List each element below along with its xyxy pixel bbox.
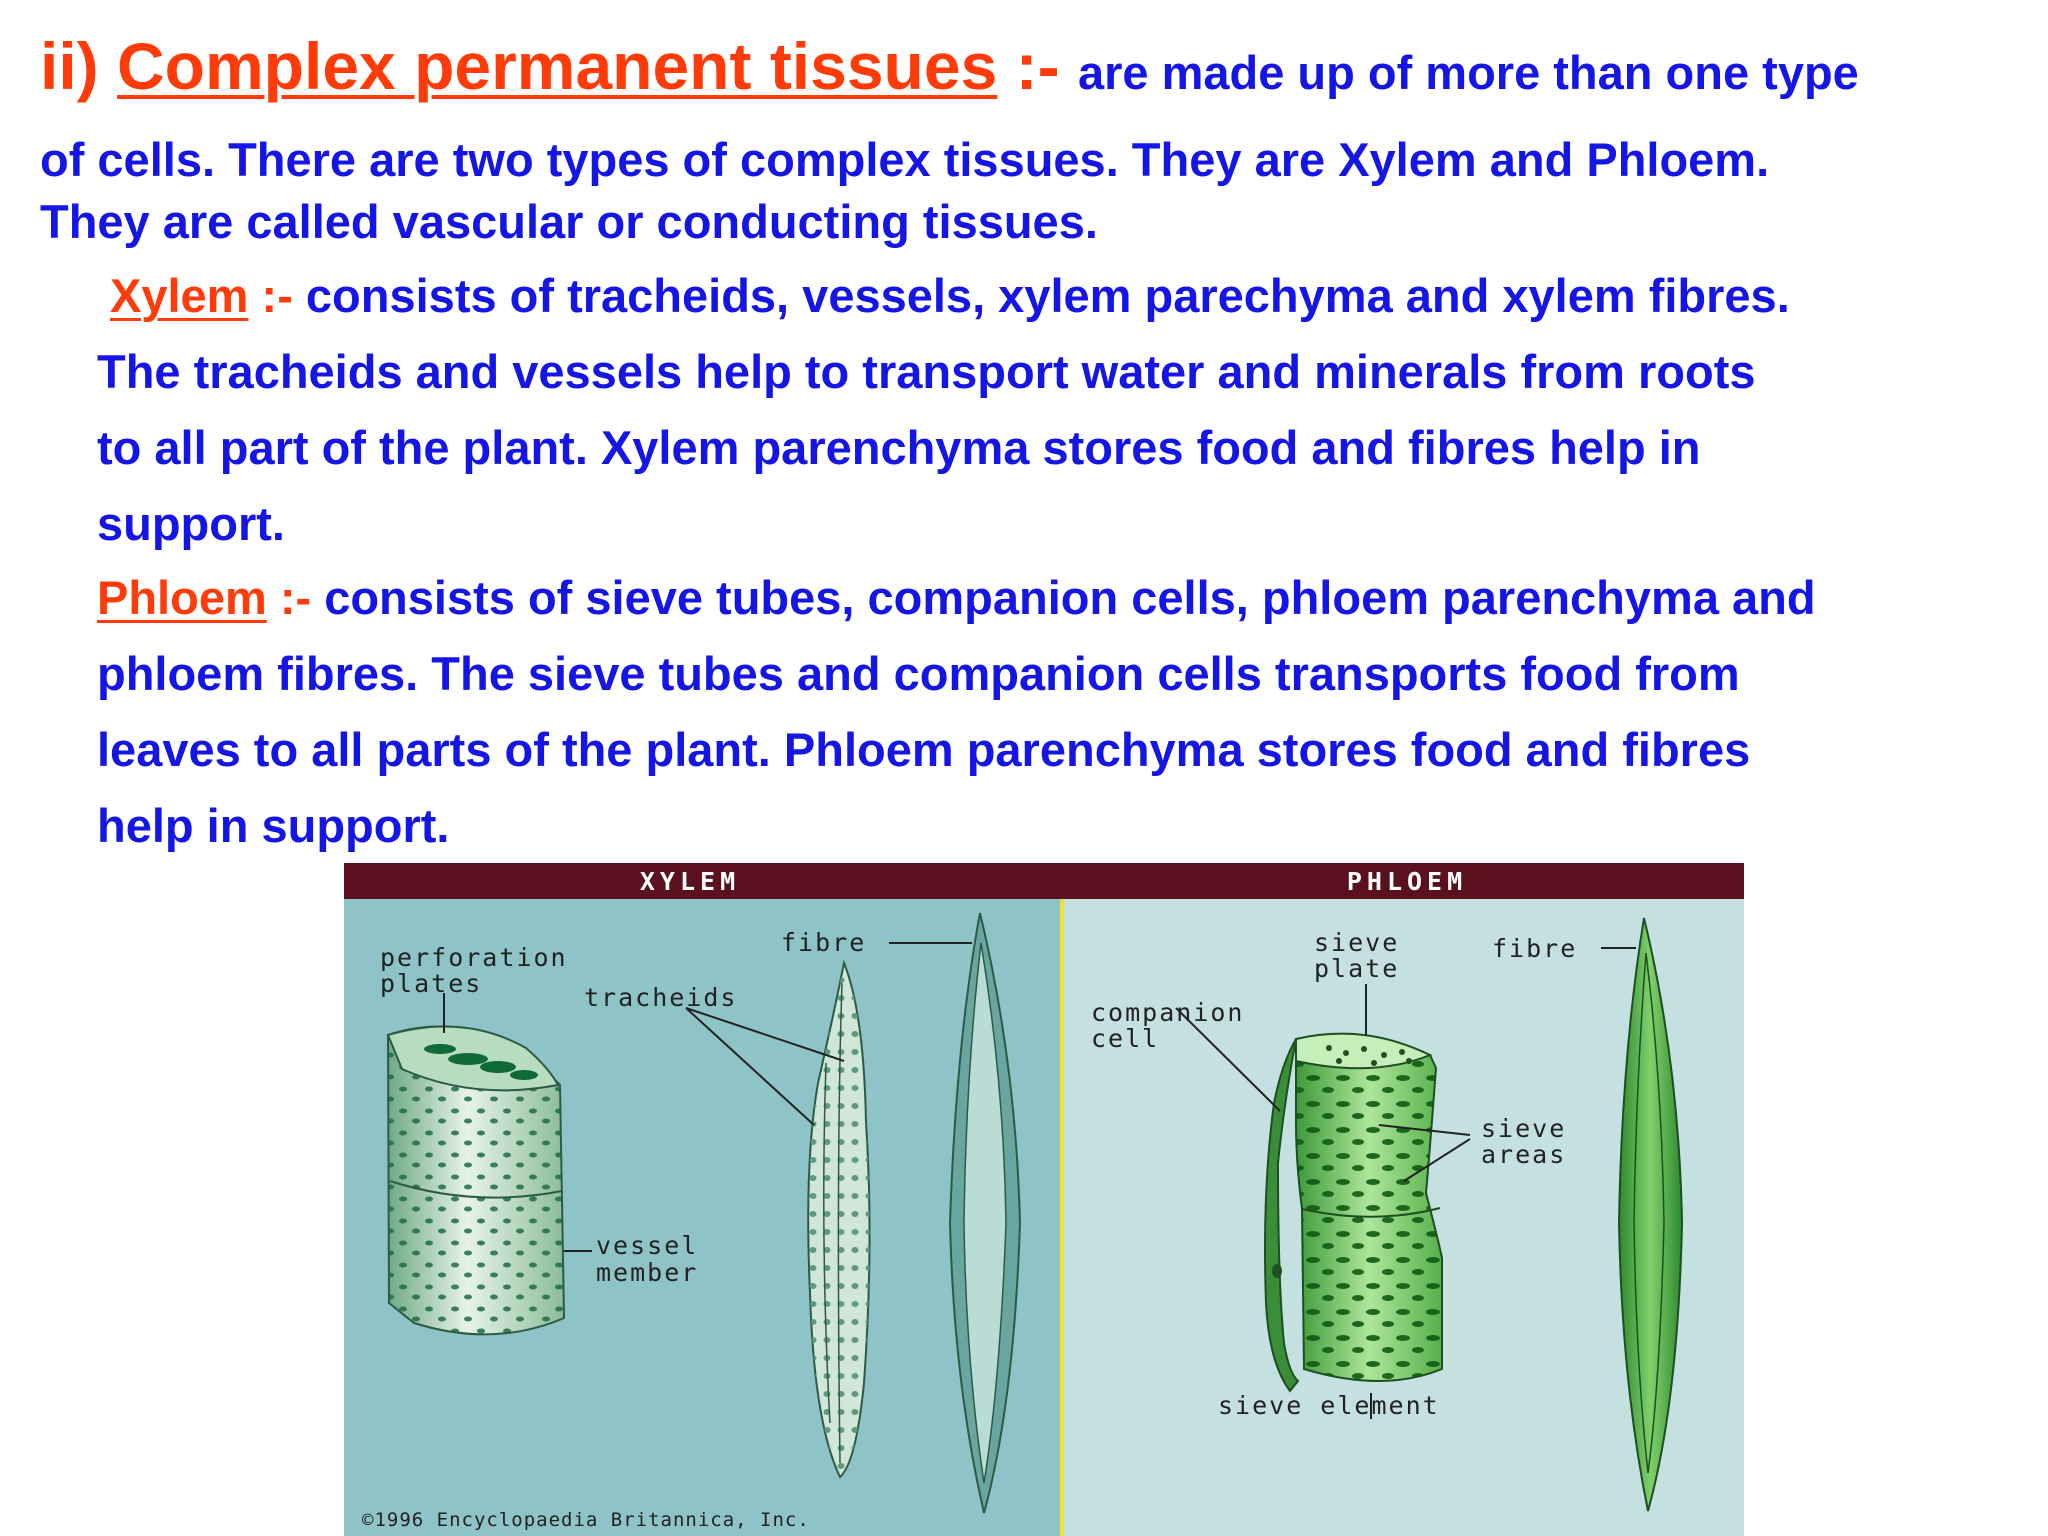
phloem-line-4: help in support. — [97, 799, 450, 852]
xylem-line-2: The tracheids and vessels help to transp… — [97, 345, 1756, 398]
xylem-line-4: support. — [97, 497, 285, 550]
label-companion: companion — [1091, 998, 1244, 1027]
label-member: member — [596, 1258, 698, 1287]
sieve-tube-drawing — [1264, 1032, 1443, 1393]
label-phloem-fibre: fibre — [1492, 934, 1577, 963]
label-sieve: sieve — [1314, 928, 1399, 957]
label-cell: cell — [1091, 1024, 1159, 1053]
phloem-line-1-text: consists of sieve tubes, companion cells… — [324, 571, 1816, 624]
figure-svg: XYLEM PHLOEM — [344, 863, 1744, 1536]
vascular-tissue-figure: XYLEM PHLOEM — [344, 863, 1744, 1536]
xylem-fibre-drawing — [948, 912, 1022, 1514]
label-sieve-element: sieve element — [1218, 1391, 1440, 1420]
heading-separator: :- — [1015, 29, 1060, 103]
vessel-member-drawing — [386, 1025, 566, 1336]
phloem-line-3: leaves to all parts of the plant. Phloem… — [97, 723, 1751, 776]
label-sieve-areas-1: sieve — [1481, 1114, 1566, 1143]
xylem-line-1: Xylem :- consists of tracheids, vessels,… — [110, 268, 1790, 323]
intro-line-2: of cells. There are two types of complex… — [40, 133, 1770, 186]
phloem-separator: :- — [279, 571, 312, 624]
figure-header-bar — [344, 863, 1744, 899]
phloem-term: Phloem — [97, 571, 267, 624]
tracheid-drawing — [807, 959, 871, 1479]
panel-divider — [1060, 899, 1064, 1536]
label-xylem-fibre: fibre — [781, 928, 866, 957]
phloem-leader-lines — [1175, 947, 1636, 1419]
label-vessel: vessel — [596, 1231, 698, 1260]
label-tracheids: tracheids — [584, 983, 737, 1012]
xylem-leader-lines — [443, 942, 972, 1252]
phloem-fibre-drawing — [1617, 917, 1684, 1512]
label-plates: plates — [380, 969, 482, 998]
xylem-header: XYLEM — [640, 867, 740, 896]
heading-rest: are made up of more than one type — [1077, 46, 1859, 99]
label-plate: plate — [1314, 954, 1399, 983]
xylem-separator: :- — [261, 269, 293, 322]
xylem-line-1-text: consists of tracheids, vessels, xylem pa… — [305, 269, 1790, 322]
label-perforation: perforation — [380, 943, 568, 972]
heading-line: ii) Complex permanent tissues :- are mad… — [40, 28, 1859, 104]
heading-number: ii) — [40, 29, 99, 103]
label-sieve-areas-2: areas — [1481, 1140, 1566, 1169]
phloem-header: PHLOEM — [1347, 867, 1467, 896]
figure-copyright: ©1996 Encyclopaedia Britannica, Inc. — [362, 1509, 810, 1531]
phloem-line-2: phloem fibres. The sieve tubes and compa… — [97, 647, 1740, 700]
heading-title: Complex permanent tissues — [117, 29, 998, 103]
xylem-term: Xylem — [110, 269, 249, 322]
xylem-line-3: to all part of the plant. Xylem parenchy… — [97, 421, 1701, 474]
intro-line-3: They are called vascular or conducting t… — [40, 195, 1098, 248]
phloem-line-1: Phloem :- consists of sieve tubes, compa… — [97, 570, 1816, 625]
